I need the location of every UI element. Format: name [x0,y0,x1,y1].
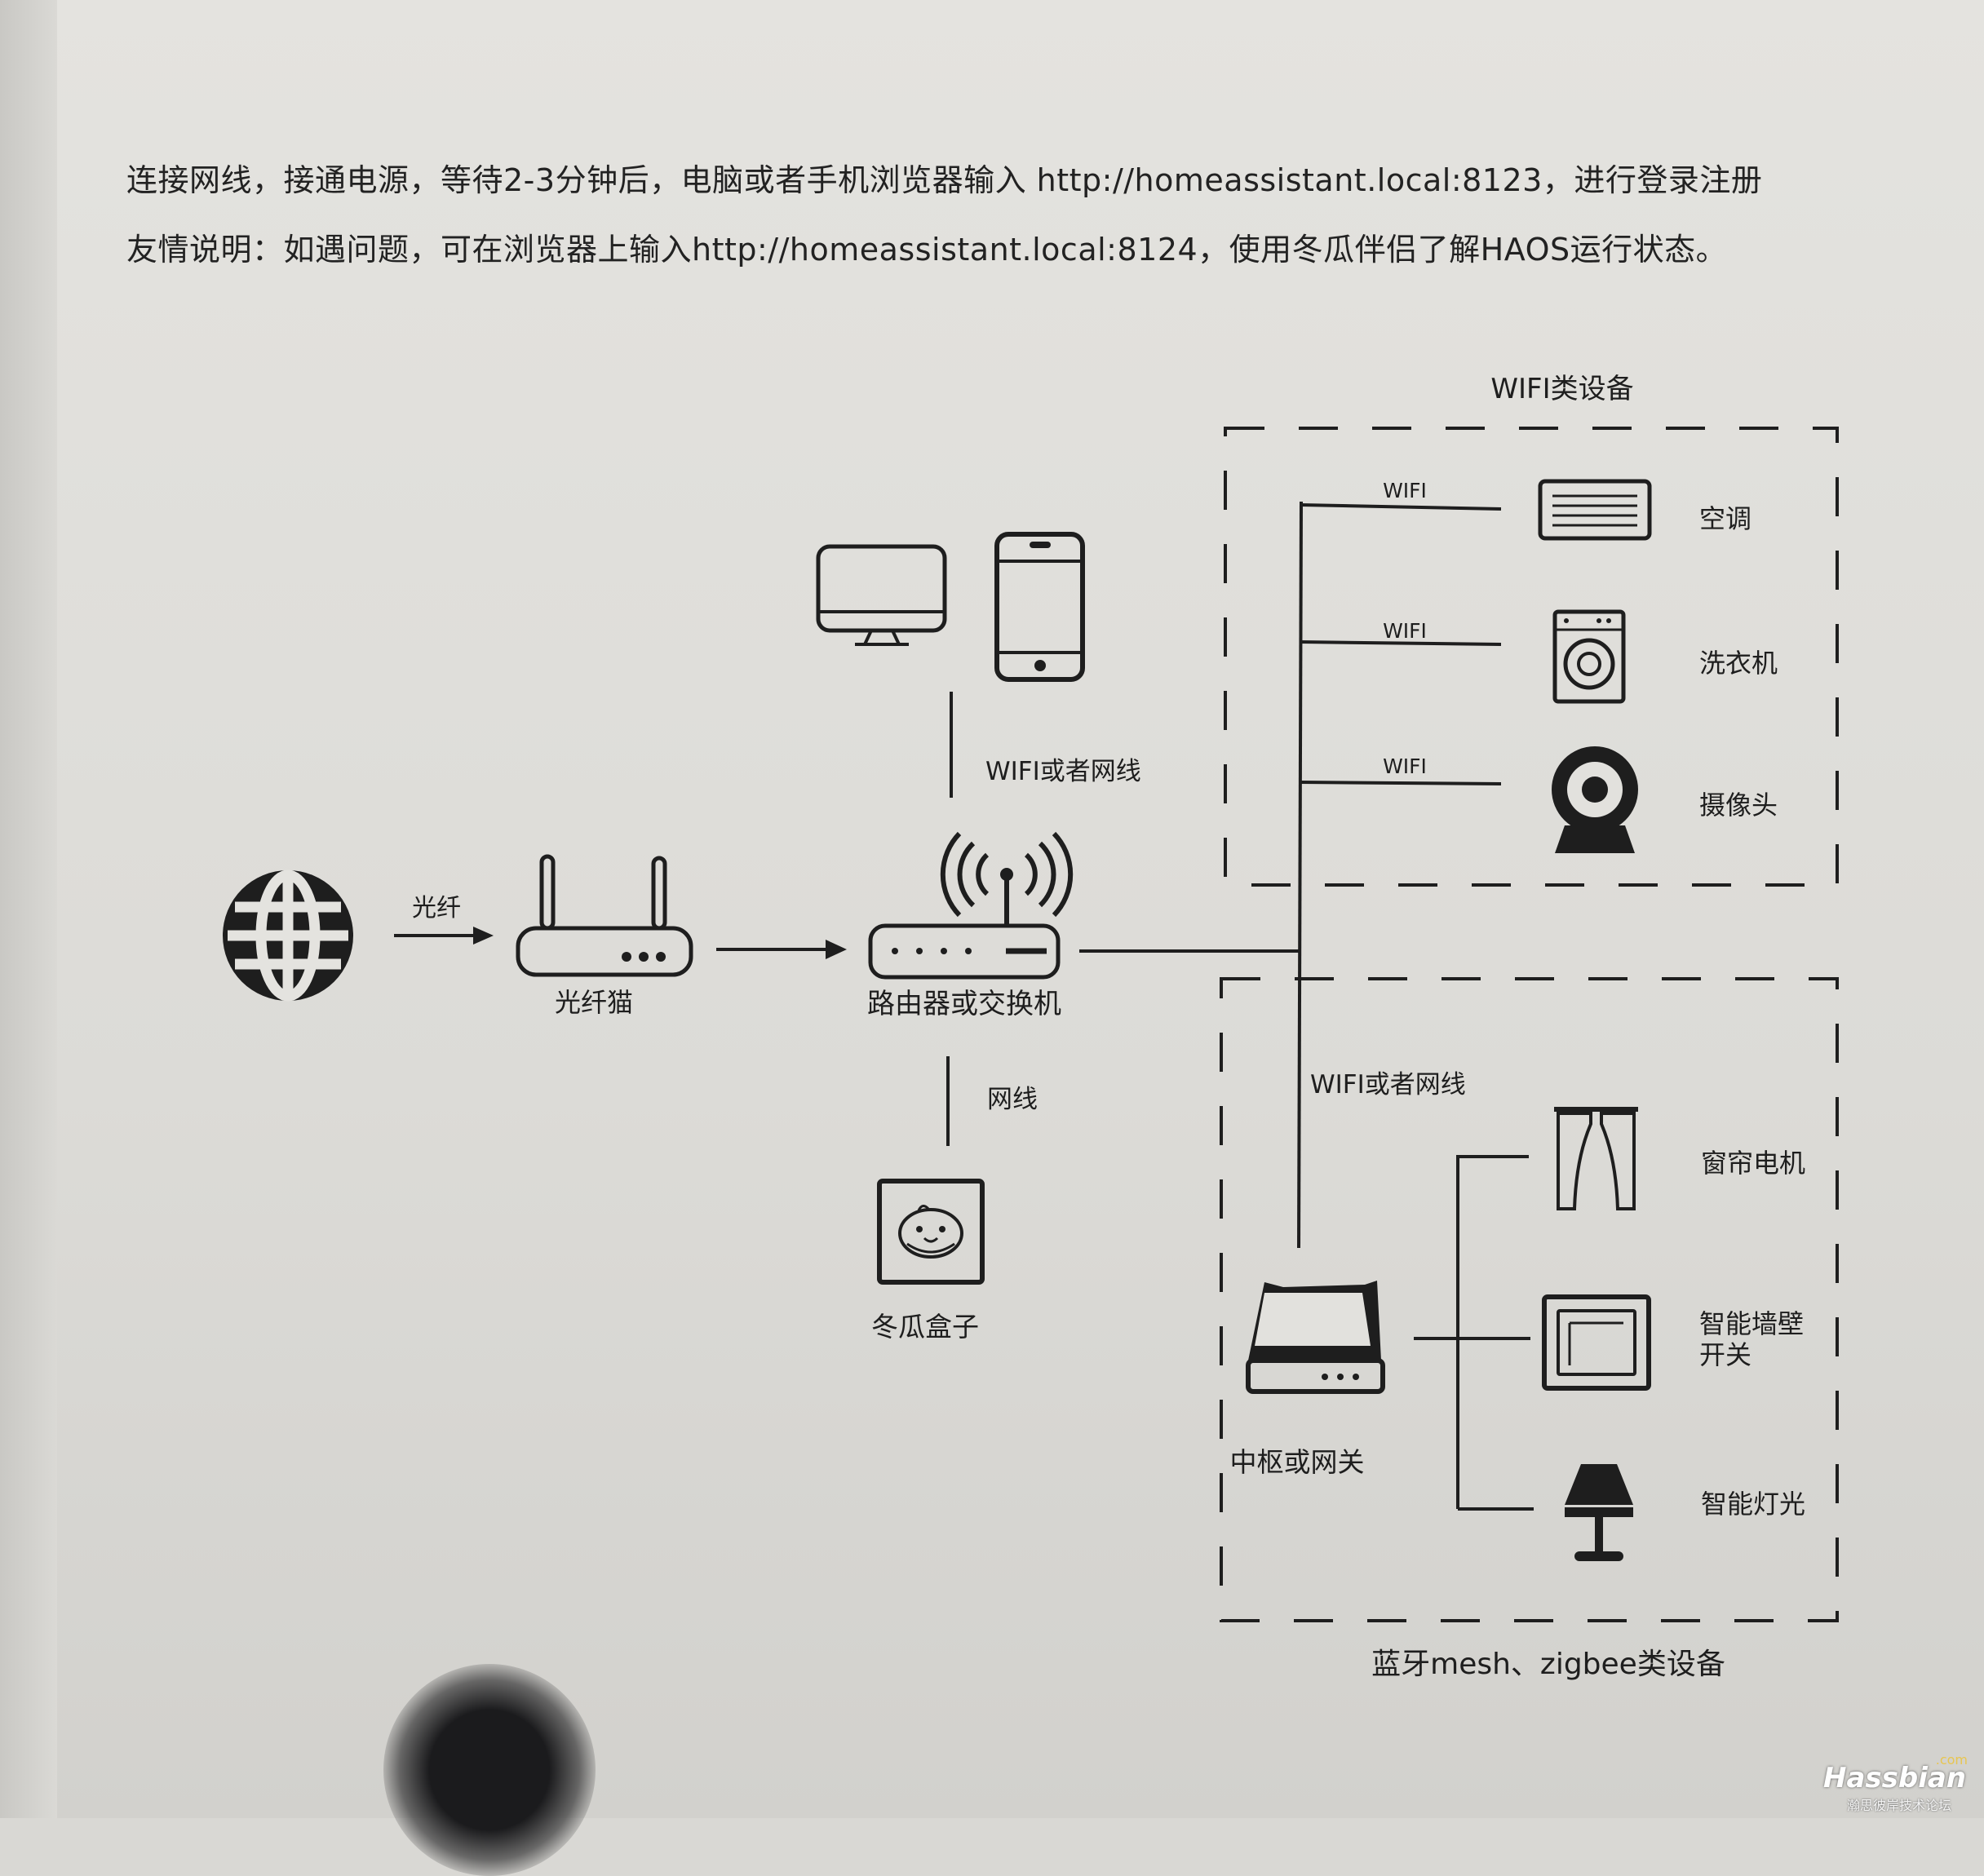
wifi-link-label-2: WIFI [1383,619,1427,643]
webcam-icon [1552,746,1638,853]
fiber-label: 光纤 [412,894,461,923]
table-lamp-icon [1565,1464,1633,1561]
watermark-tagline: 瀚思彼岸技术论坛 [1846,1798,1951,1813]
wifi-group-title: WIFI类设备 [1490,373,1633,405]
wifi-branch-3 [1300,781,1502,785]
mesh-group-title: 蓝牙mesh、zigbee类设备 [1371,1648,1725,1681]
modem-router-arrow [716,940,847,959]
curtain-icon [1554,1107,1638,1210]
hub-label: 中枢或网关 [1230,1446,1365,1478]
instruction-line-1: 连接网线，接通电源，等待2-3分钟后，电脑或者手机浏览器输入 http://ho… [126,162,1763,198]
monitor-icon [816,544,947,646]
hub-link-label: WIFI或者网线 [1310,1070,1466,1099]
device-label-switch-2: 开关 [1699,1339,1752,1370]
client-link-label: WIFI或者网线 [985,757,1141,786]
wifi-branch-2 [1300,640,1502,646]
device-label-curtain: 窗帘电机 [1701,1148,1805,1179]
wifi-link-label-3: WIFI [1383,754,1427,778]
wifi-link-label-1: WIFI [1383,479,1427,502]
box-label: 冬瓜盒子 [871,1311,979,1343]
fiber-arrow [394,927,494,945]
device-label-switch: 智能墙壁 [1699,1308,1804,1339]
instruction-line-2: 友情说明：如遇问题，可在浏览器上输入http://homeassistant.l… [126,232,1728,268]
hub-gateway-icon [1246,1281,1385,1394]
trunk-line [1297,501,1303,1249]
box-link-label: 网线 [987,1085,1038,1114]
device-label-ac: 空调 [1699,503,1752,534]
washing-machine-icon [1552,609,1626,704]
paper-edge [0,0,57,1818]
dongua-box-icon [877,1179,985,1285]
network-diagram: WIFI类设备 蓝牙mesh、zigbee类设备 光纤 光纤猫 [223,373,1839,1681]
photo-finger-shadow [383,1664,596,1876]
smartphone-icon [994,532,1085,682]
wall-switch-icon [1542,1294,1651,1391]
globe-icon [223,869,353,1002]
device-label-webcam: 摄像头 [1699,790,1778,821]
modem-label: 光纤猫 [555,987,633,1018]
device-label-lamp: 智能灯光 [1701,1489,1805,1520]
router-icon [868,831,1074,980]
device-label-washer: 洗衣机 [1699,648,1778,679]
watermark-domain: .com [1935,1752,1968,1768]
modem-icon [516,854,693,977]
wifi-branch-1 [1300,503,1502,511]
air-conditioner-icon [1538,479,1652,541]
mesh-group-box [1220,977,1839,1622]
wifi-group-box [1224,427,1839,887]
router-label: 路由器或交换机 [867,988,1061,1020]
watermark-brand: Hassbian [1822,1762,1966,1794]
